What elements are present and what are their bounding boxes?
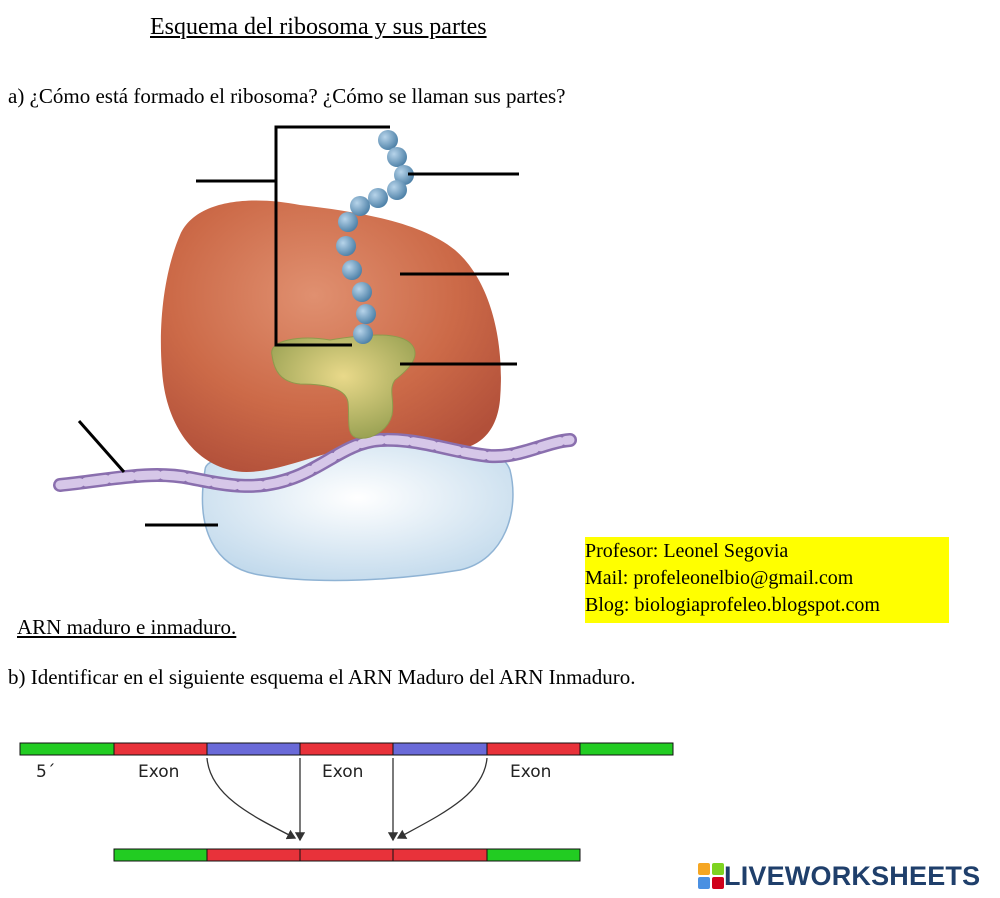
credits-mail: Mail: profeleonelbio@gmail.com [585,567,854,589]
question-a: a) ¿Cómo está formado el ribosoma? ¿Cómo… [8,84,566,108]
ribosome-diagram [53,125,577,582]
mature-rna-bar [113,848,581,862]
exon-label-1: Exon [138,762,179,782]
immature-rna-bar [19,742,674,756]
label-lines [77,125,519,527]
exon-label-2: Exon [322,762,363,782]
liveworksheets-logo-icon [698,863,724,889]
large-subunit [160,200,501,472]
credits-box: Profesor: Leonel Segovia Mail: profeleon… [585,537,949,623]
credits-professor: Profesor: Leonel Segovia [585,540,789,562]
trna [271,334,416,439]
page-title: Esquema del ribosoma y sus partes [150,14,487,40]
splicing-arrows [206,757,488,842]
five-prime-label: 5´ [36,762,55,782]
liveworksheets-logo: LIVEWORKSHEETS [698,858,980,894]
section-title: ARN maduro e inmaduro. [17,615,237,639]
exon-label-3: Exon [510,762,551,782]
peptide-chain [336,130,414,344]
question-b: b) Identificar en el siguiente esquema e… [8,665,636,689]
liveworksheets-logo-text: LIVEWORKSHEETS [724,860,981,891]
rna-splicing-diagram: 5´ Exon Exon Exon [19,742,674,862]
mrna-strand [53,432,577,493]
credits-blog: Blog: biologiaprofeleo.blogspot.com [585,594,880,616]
